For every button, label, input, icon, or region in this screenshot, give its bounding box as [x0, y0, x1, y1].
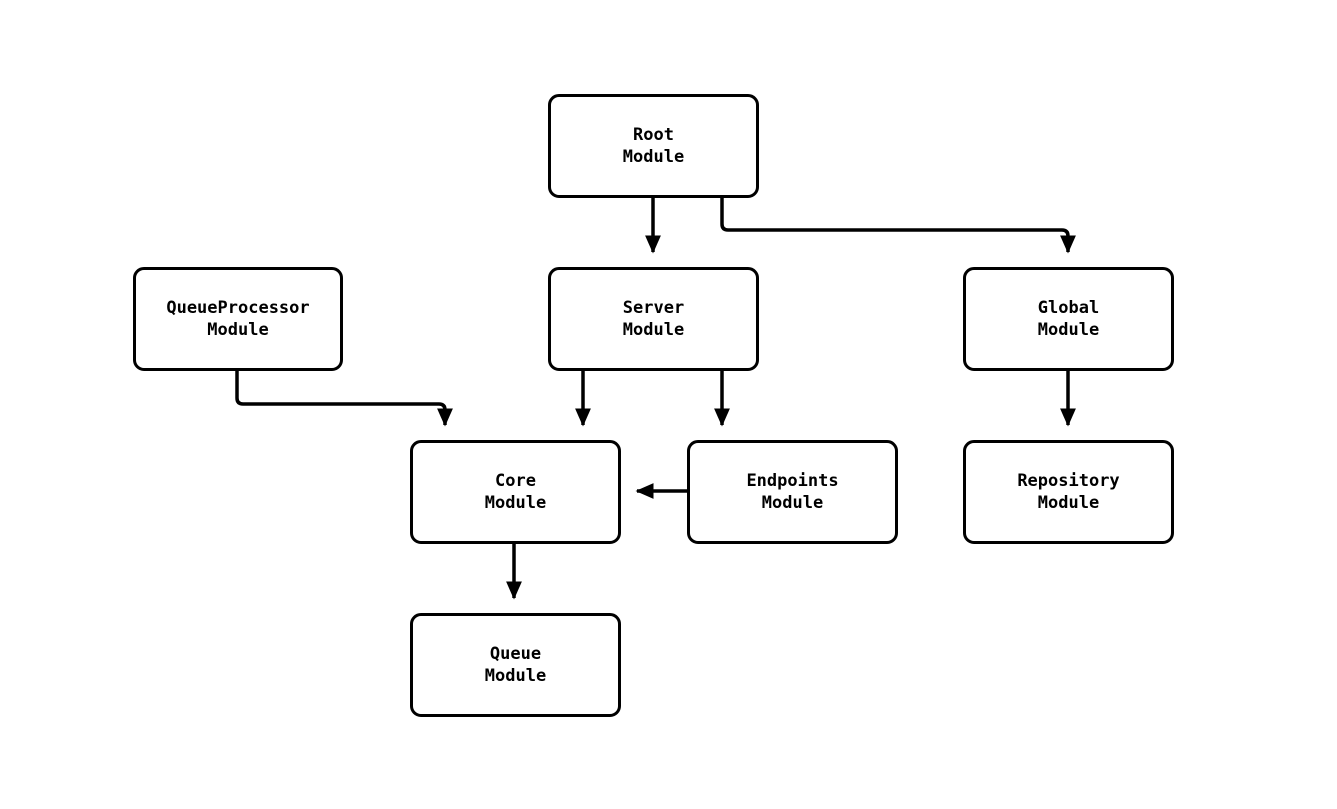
node-label-global-module: Global Module	[1037, 298, 1100, 340]
node-global-module[interactable]: Global Module	[963, 267, 1174, 371]
node-label-core-module: Core Module	[484, 471, 547, 513]
node-repository-module[interactable]: Repository Module	[963, 440, 1174, 544]
node-label-queue-module: Queue Module	[484, 644, 547, 686]
edge-queueprocessor-to-core	[235, 371, 454, 427]
node-label-server-module: Server Module	[622, 298, 685, 340]
node-root-module[interactable]: Root Module	[548, 94, 759, 198]
edge-root-to-global	[720, 198, 1077, 254]
node-server-module[interactable]: Server Module	[548, 267, 759, 371]
node-label-root-module: Root Module	[622, 125, 685, 167]
node-label-repository-module: Repository Module	[1017, 471, 1120, 513]
node-core-module[interactable]: Core Module	[410, 440, 621, 544]
node-queue-module[interactable]: Queue Module	[410, 613, 621, 717]
node-queueprocessor-module[interactable]: QueueProcessor Module	[133, 267, 343, 371]
node-endpoints-module[interactable]: Endpoints Module	[687, 440, 898, 544]
node-label-queueprocessor-module: QueueProcessor Module	[166, 298, 310, 340]
node-label-endpoints-module: Endpoints Module	[746, 471, 839, 513]
